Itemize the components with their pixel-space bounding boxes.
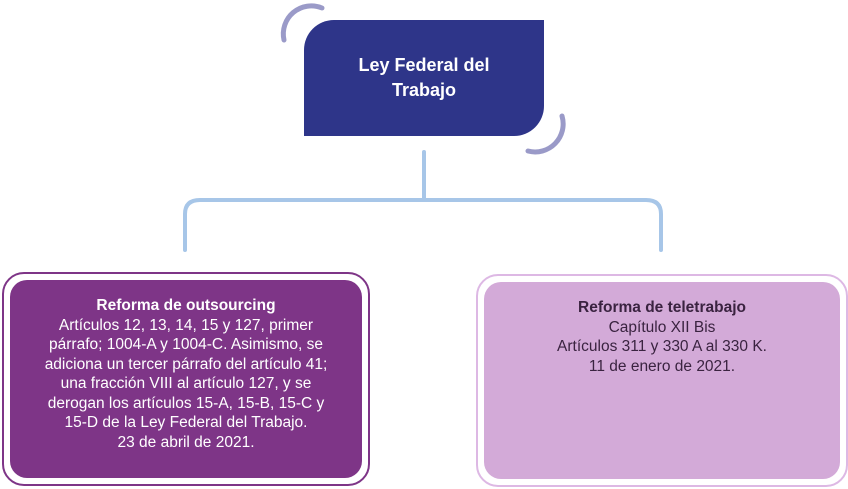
child-text-line: 11 de enero de 2021. — [588, 357, 736, 375]
child-text-line: Capítulo XII Bis — [608, 318, 716, 336]
child-node-outsourcing: Reforma de outsourcing Artículos 12, 13,… — [2, 272, 370, 486]
child-text-line: Artículos 311 y 330 A al 330 K. — [557, 338, 767, 355]
child-text-line: Artículos 12, 13, 14, 15 y 127, primer — [58, 316, 314, 334]
connector-branch — [183, 198, 663, 252]
child-text-line: 23 de abril de 2021. — [117, 433, 255, 451]
child-text-line: 15-D de la Ley Federal del Trabajo. — [64, 414, 308, 431]
child-text-line: párrafo; 1004-A y 1004-C. Asimismo, se — [49, 336, 323, 353]
child-box-teletrabajo: Reforma de teletrabajo Capítulo XII Bis … — [484, 282, 840, 479]
accent-arc-bottom-right — [525, 113, 566, 155]
child-text-line: adiciona un tercer párrafo del artículo … — [44, 355, 328, 373]
root-node: Ley Federal del Trabajo — [304, 20, 544, 136]
child-box-outsourcing: Reforma de outsourcing Artículos 12, 13,… — [10, 280, 362, 478]
child-title: Reforma de outsourcing — [96, 297, 276, 314]
child-title: Reforma de teletrabajo — [578, 299, 746, 316]
child-text-line: derogan los artículos 15-A, 15-B, 15-C y — [47, 394, 325, 412]
child-node-teletrabajo: Reforma de teletrabajo Capítulo XII Bis … — [476, 274, 848, 487]
root-title: Ley Federal del Trabajo — [358, 55, 490, 100]
accent-arc-top-left — [280, 3, 325, 43]
child-text-line: una fracción VIII al artículo 127, y se — [60, 375, 312, 392]
